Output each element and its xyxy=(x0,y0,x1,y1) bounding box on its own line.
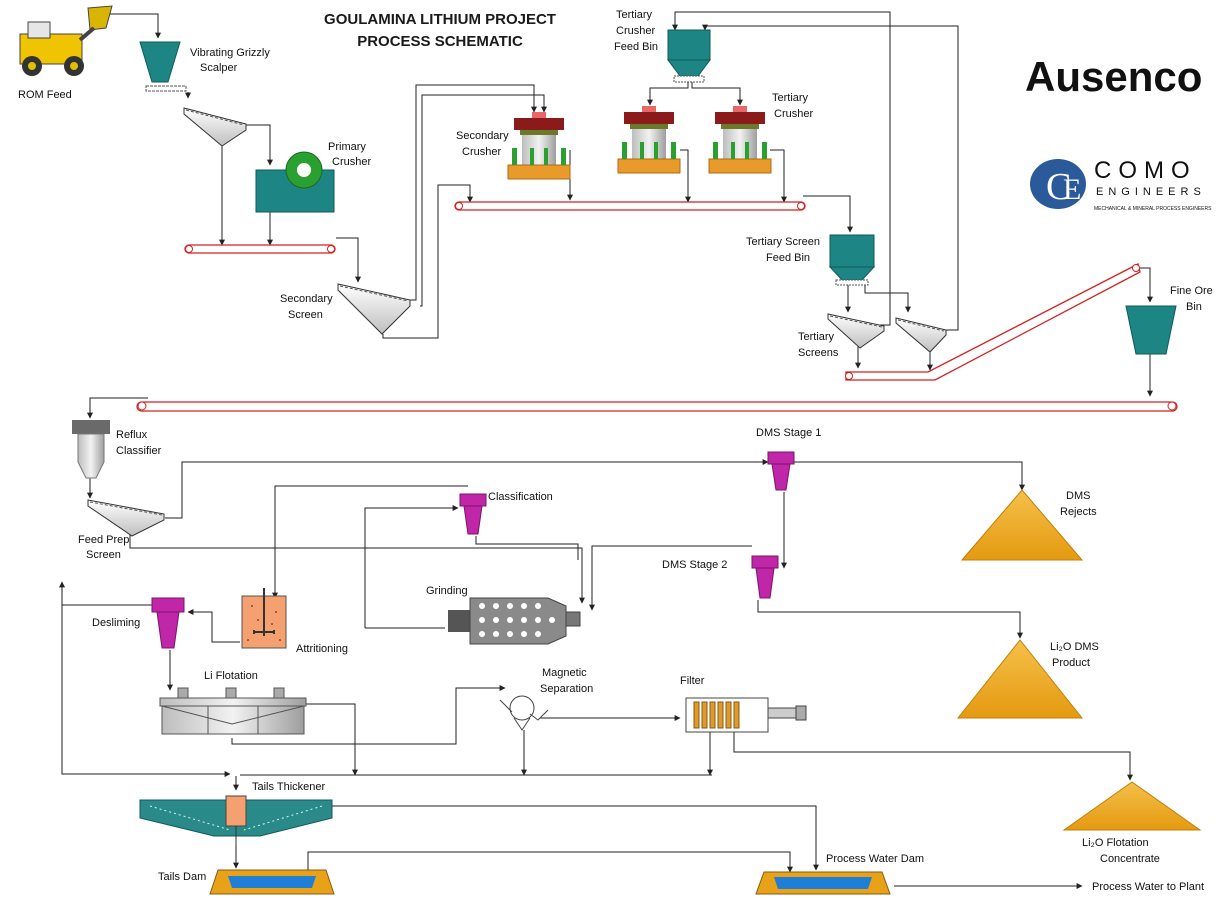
grinding-label: Grinding xyxy=(426,585,468,597)
attritioning-label: Attritioning xyxy=(296,643,348,655)
fine-ore-label-2: Bin xyxy=(1186,301,1202,313)
dms-stage-2-cyclone-icon xyxy=(751,555,779,599)
li2o-flotation-label-2: Concentrate xyxy=(1100,853,1160,865)
conveyor-belt-2 xyxy=(454,201,806,211)
process-water-dam-icon xyxy=(755,871,891,895)
como-logo: C E COMO ENGINEERS MECHANICAL & MINERAL … xyxy=(1030,157,1212,212)
filter-press-icon xyxy=(685,697,807,733)
tertiary-screen-bin-label-2: Feed Bin xyxy=(766,252,810,264)
dms1-label: DMS Stage 1 xyxy=(756,427,821,439)
feed-prep-label-2: Screen xyxy=(86,549,121,561)
tertiary-feed-bin-icon xyxy=(667,29,711,83)
secondary-screen-label-2: Screen xyxy=(288,309,323,321)
reflux-label-1: Reflux xyxy=(116,429,148,441)
classification-label: Classification xyxy=(488,491,553,503)
inclined-belt xyxy=(845,263,1141,381)
dms-stage-1-cyclone-icon xyxy=(767,451,795,491)
title-line-1: GOULAMINA LITHIUM PROJECT xyxy=(324,11,556,28)
dms-rejects-label-1: DMS xyxy=(1066,490,1090,502)
li-flotation-label: Li Flotation xyxy=(204,670,258,682)
svg-text:E: E xyxy=(1063,173,1081,206)
tertiary-screens-label-1: Tertiary xyxy=(798,331,835,343)
tails-thickener-label: Tails Thickener xyxy=(252,781,325,793)
li2o-flotation-concentrate-stockpile-icon xyxy=(1062,781,1202,831)
grinding-mill-icon xyxy=(448,597,581,645)
loader-icon xyxy=(19,5,113,76)
secondary-screen-icon xyxy=(337,283,411,335)
grizzly-label-1: Vibrating Grizzly xyxy=(190,47,270,59)
dms-rejects-label-2: Rejects xyxy=(1060,506,1097,518)
reflux-label-2: Classifier xyxy=(116,445,162,457)
tertiary-bin-label-1: Tertiary xyxy=(616,9,653,21)
secondary-crusher-label-2: Crusher xyxy=(462,146,501,158)
fine-ore-bin-icon xyxy=(1125,305,1177,355)
tertiary-bin-label-3: Feed Bin xyxy=(614,41,658,53)
tertiary-screen-feed-bin-icon xyxy=(828,234,876,286)
reflux-classifier-icon xyxy=(72,420,110,479)
primary-screen-icon xyxy=(183,107,247,147)
desliming-label: Desliming xyxy=(92,617,140,629)
primary-crusher-icon xyxy=(255,151,335,213)
tertiary-crusher-a-icon xyxy=(617,106,681,174)
fine-ore-label-1: Fine Ore xyxy=(1170,285,1213,297)
grizzly-label-2: Scalper xyxy=(200,62,238,74)
secondary-crusher-icon xyxy=(507,112,571,180)
tertiary-crusher-label-2: Crusher xyxy=(774,108,813,120)
magnetic-label-2: Separation xyxy=(540,683,593,695)
tails-dam-label: Tails Dam xyxy=(158,871,206,883)
tertiary-bin-label-2: Crusher xyxy=(616,25,655,37)
como-sub-text: ENGINEERS xyxy=(1096,186,1206,198)
secondary-crusher-label-1: Secondary xyxy=(456,130,509,142)
process-water-to-plant-label: Process Water to Plant xyxy=(1092,881,1204,893)
primary-crusher-label-2: Crusher xyxy=(332,156,371,168)
title-line-2: PROCESS SCHEMATIC xyxy=(357,33,523,50)
tertiary-screen-bin-label-1: Tertiary Screen xyxy=(746,236,820,248)
main-belt xyxy=(136,401,1178,412)
magnetic-separator-icon xyxy=(499,695,549,731)
process-water-dam-label: Process Water Dam xyxy=(826,853,924,865)
tails-thickener-icon xyxy=(139,795,333,846)
tertiary-screen-a-icon xyxy=(827,313,885,349)
feed-prep-label-1: Feed Prep xyxy=(78,534,129,546)
dms2-label: DMS Stage 2 xyxy=(662,559,727,571)
tertiary-crusher-label-1: Tertiary xyxy=(772,92,809,104)
li2o-flotation-label-1: Li₂O Flotation xyxy=(1082,837,1149,849)
tertiary-crusher-b-icon xyxy=(708,106,772,174)
li-flotation-cells-icon xyxy=(159,687,307,735)
filter-label: Filter xyxy=(680,675,705,687)
tertiary-screen-b-icon xyxy=(895,317,947,353)
li2o-dms-product-stockpile-icon xyxy=(956,639,1084,719)
como-main-text: COMO xyxy=(1094,157,1197,184)
como-tagline: MECHANICAL & MINERAL PROCESS ENGINEERS xyxy=(1094,206,1212,212)
secondary-screen-label-1: Secondary xyxy=(280,293,333,305)
conveyor-belt-1 xyxy=(184,244,336,254)
desliming-cyclone-icon xyxy=(151,597,185,649)
li2o-dms-label-2: Product xyxy=(1052,657,1090,669)
tails-dam-icon xyxy=(209,869,335,895)
attrition-tank-icon xyxy=(241,588,287,649)
dms-rejects-stockpile-icon xyxy=(960,489,1084,561)
rom-feed-label: ROM Feed xyxy=(18,89,72,101)
classification-cyclone-icon xyxy=(459,493,487,535)
primary-crusher-label-1: Primary xyxy=(328,141,366,153)
svg-text:C: C xyxy=(1046,166,1071,208)
li2o-dms-label-1: Li₂O DMS xyxy=(1050,641,1099,653)
feed-prep-screen-icon xyxy=(87,499,165,537)
magnetic-label-1: Magnetic xyxy=(542,667,587,679)
flow-lines xyxy=(59,11,1153,889)
ausenco-logo: Ausenco xyxy=(1025,53,1202,100)
tertiary-screens-label-2: Screens xyxy=(798,347,839,359)
grizzly-hopper-icon xyxy=(139,41,187,92)
